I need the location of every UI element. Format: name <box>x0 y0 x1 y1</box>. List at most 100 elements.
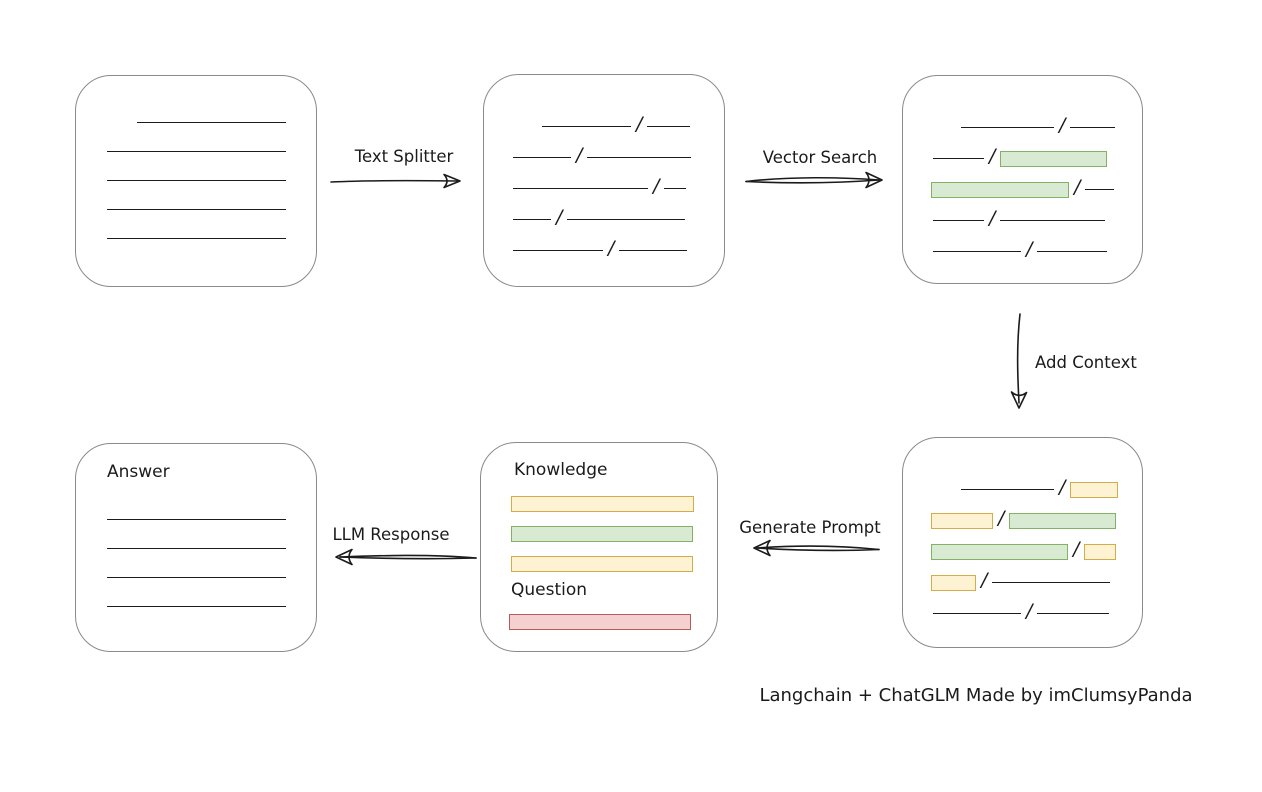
chunk-row: / <box>542 111 724 142</box>
chunk-row <box>107 563 316 592</box>
llm-response-label: LLM Response <box>332 525 450 544</box>
text-line <box>647 126 691 127</box>
text-line <box>933 251 1021 252</box>
llm-response-arrow <box>335 548 477 566</box>
text-line <box>619 250 688 251</box>
chunk-row: / <box>513 142 724 173</box>
chunk-green-highlight <box>1009 512 1117 529</box>
chunk-row <box>107 137 316 166</box>
document-lines <box>76 108 316 253</box>
slash-separator: / <box>998 507 1005 529</box>
vector-search-label: Vector Search <box>762 148 878 167</box>
yellow-bar <box>511 556 693 572</box>
text-line <box>513 157 571 158</box>
text-line <box>1037 613 1110 614</box>
text-line <box>107 209 286 210</box>
chunk-lines: ///// <box>484 111 724 266</box>
footer-credit: Langchain + ChatGLM Made by imClumsyPand… <box>759 685 1193 706</box>
text-line <box>107 548 286 549</box>
chunk-green-highlight <box>931 543 1068 560</box>
node-vector-matches: / / / / / <box>902 75 1143 284</box>
slash-separator: / <box>576 144 583 166</box>
question-bars <box>509 614 691 644</box>
text-line <box>1085 189 1115 190</box>
text-line <box>664 188 687 189</box>
chunk-yellow-highlight <box>1084 543 1117 560</box>
knowledge-bars <box>511 496 694 586</box>
text-line <box>513 188 648 189</box>
chunk-row: / <box>513 235 724 266</box>
chunk-row: / <box>931 174 1142 205</box>
text-line <box>567 219 686 220</box>
text-line <box>1000 220 1106 221</box>
slash-separator: / <box>1059 114 1066 136</box>
slash-separator: / <box>1073 538 1080 560</box>
text-line <box>933 220 984 221</box>
vector-match-lines: / / / / / <box>903 112 1142 267</box>
text-line <box>107 577 286 578</box>
chunk-green-highlight <box>1000 150 1108 167</box>
context-chunk-lines: / / / / / <box>903 474 1142 629</box>
text-line <box>107 606 286 607</box>
vector-search-arrow <box>745 171 883 189</box>
text-line <box>587 157 692 158</box>
slash-separator: / <box>1074 176 1081 198</box>
node-answer: Answer <box>75 443 317 652</box>
text-line <box>961 127 1054 128</box>
chunk-yellow-highlight <box>1070 481 1119 498</box>
chunk-row: / <box>513 204 724 235</box>
node-prompt: Knowledge Question <box>480 442 718 652</box>
yellow-bar <box>511 496 694 512</box>
generate-prompt-label: Generate Prompt <box>739 518 881 537</box>
chunk-row: / <box>931 567 1142 598</box>
node-document <box>75 75 317 287</box>
red-bar <box>509 614 691 630</box>
slash-separator: / <box>981 569 988 591</box>
text-line <box>542 126 631 127</box>
chunk-row: / <box>933 236 1142 267</box>
question-label: Question <box>511 580 588 600</box>
generate-prompt-arrow <box>753 539 880 557</box>
chunk-green-highlight <box>931 181 1069 198</box>
text-line <box>1037 251 1108 252</box>
slash-separator: / <box>1026 600 1033 622</box>
chunk-row: / <box>931 536 1142 567</box>
slash-separator: / <box>653 175 660 197</box>
text-line <box>933 158 984 159</box>
chunk-row: / <box>961 474 1142 505</box>
text-line <box>107 519 286 520</box>
chunk-yellow-highlight <box>931 512 993 529</box>
chunk-row: / <box>933 143 1142 174</box>
node-context-chunks: / / / / / <box>902 437 1143 648</box>
add-context-arrow <box>1010 313 1028 409</box>
slash-separator: / <box>989 145 996 167</box>
text-line <box>1070 127 1116 128</box>
chunk-yellow-highlight <box>931 574 976 591</box>
chunk-row: / <box>961 112 1142 143</box>
text-line <box>107 151 286 152</box>
text-line <box>513 219 551 220</box>
text-splitter-label: Text Splitter <box>354 147 454 166</box>
chunk-row <box>107 534 316 563</box>
slash-separator: / <box>989 207 996 229</box>
chunk-row <box>107 505 316 534</box>
chunk-row <box>137 108 316 137</box>
chunk-row: / <box>513 173 724 204</box>
slash-separator: / <box>1026 238 1033 260</box>
text-line <box>961 489 1054 490</box>
slash-separator: / <box>556 206 563 228</box>
chunk-row: / <box>931 505 1142 536</box>
chunk-row <box>107 592 316 621</box>
slash-separator: / <box>1059 476 1066 498</box>
answer-lines <box>76 505 316 621</box>
green-bar <box>511 526 693 542</box>
text-splitter-arrow <box>330 173 461 189</box>
chunk-row <box>107 224 316 253</box>
chunk-row <box>107 166 316 195</box>
knowledge-label: Knowledge <box>514 460 608 480</box>
text-line <box>107 180 286 181</box>
text-line <box>107 238 286 239</box>
slash-separator: / <box>608 237 615 259</box>
text-line <box>992 582 1111 583</box>
